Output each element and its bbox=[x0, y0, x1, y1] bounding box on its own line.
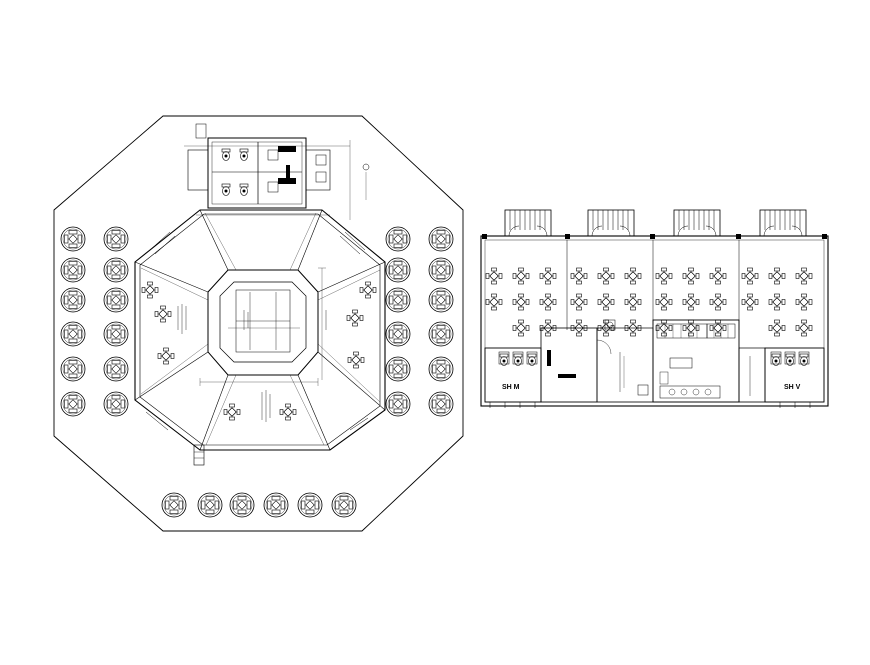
dining-table-icon bbox=[597, 293, 615, 311]
round-table-icon bbox=[297, 492, 323, 518]
dining-table-icon bbox=[768, 267, 786, 285]
dining-table-icon bbox=[768, 293, 786, 311]
entrance-porch bbox=[673, 209, 721, 237]
round-table-icon bbox=[103, 356, 129, 382]
central-core-inner bbox=[219, 281, 307, 363]
dining-table-icon bbox=[795, 267, 813, 285]
round-table-icon bbox=[428, 287, 454, 313]
dining-table-icon bbox=[597, 267, 615, 285]
dining-table-icon bbox=[570, 267, 588, 285]
dining-table-icon bbox=[741, 267, 759, 285]
round-table-icon bbox=[428, 356, 454, 382]
round-table-icon bbox=[229, 492, 255, 518]
round-table-icon bbox=[428, 391, 454, 417]
round-table-icon bbox=[385, 321, 411, 347]
dining-table-icon bbox=[709, 319, 727, 337]
kitchen bbox=[652, 319, 740, 403]
dining-table-icon bbox=[709, 267, 727, 285]
round-table-icon bbox=[428, 321, 454, 347]
round-table-icon bbox=[385, 226, 411, 252]
dining-table-icon bbox=[539, 293, 557, 311]
dining-tables bbox=[485, 267, 813, 337]
round-table-icon bbox=[197, 492, 223, 518]
dining-table-icon bbox=[539, 267, 557, 285]
round-table-icon bbox=[103, 257, 129, 283]
round-table-icon bbox=[103, 391, 129, 417]
building-inner-wall bbox=[139, 213, 381, 446]
round-table-icon bbox=[103, 287, 129, 313]
central-core-outer bbox=[207, 269, 319, 376]
dining-table-icon bbox=[485, 267, 503, 285]
restaurant-outer-wall bbox=[480, 235, 829, 407]
dining-table-icon bbox=[512, 319, 530, 337]
dining-table-icon bbox=[485, 293, 503, 311]
round-table-icon bbox=[60, 356, 86, 382]
dining-table-icon bbox=[655, 319, 673, 337]
dining-table-icon bbox=[682, 319, 700, 337]
round-table-icon bbox=[103, 321, 129, 347]
dining-table-icon bbox=[655, 267, 673, 285]
dining-table-icon bbox=[624, 293, 642, 311]
dining-table-icon bbox=[682, 267, 700, 285]
dining-table-icon bbox=[512, 293, 530, 311]
dimension-lines bbox=[199, 267, 326, 386]
restroom-men-label: SH M bbox=[502, 384, 520, 391]
dining-table-icon bbox=[768, 319, 786, 337]
round-table-icon bbox=[385, 287, 411, 313]
annotation-text-marks bbox=[177, 304, 327, 422]
round-table-icon bbox=[161, 492, 187, 518]
dining-table-icon bbox=[795, 293, 813, 311]
dining-table-icon bbox=[709, 293, 727, 311]
round-table-icon bbox=[385, 391, 411, 417]
dining-table-icon bbox=[624, 267, 642, 285]
dining-table-icon bbox=[741, 293, 759, 311]
round-table-icon bbox=[331, 492, 357, 518]
service-area bbox=[540, 319, 654, 403]
octagonal-pavilion-plan bbox=[53, 115, 464, 532]
restroom-women-label: SH V bbox=[784, 384, 801, 391]
round-table-icon bbox=[60, 257, 86, 283]
round-table-icon bbox=[385, 257, 411, 283]
dining-table-icon bbox=[655, 293, 673, 311]
round-table-icon bbox=[385, 356, 411, 382]
restroom-women: SH V bbox=[738, 347, 825, 403]
radial-structure-lines bbox=[134, 209, 386, 451]
dining-table-icon bbox=[570, 293, 588, 311]
round-table-icon bbox=[60, 287, 86, 313]
round-table-icon bbox=[263, 492, 289, 518]
entrance-porch bbox=[587, 209, 635, 237]
entrance-porch bbox=[759, 209, 807, 237]
entrance-porch bbox=[504, 209, 552, 237]
round-table-icon bbox=[60, 321, 86, 347]
dining-table-icon bbox=[682, 293, 700, 311]
interior-tables bbox=[141, 281, 377, 421]
building-outer-wall bbox=[134, 209, 386, 451]
restroom-block-top bbox=[184, 123, 370, 220]
round-table-icon bbox=[428, 257, 454, 283]
round-table-icon bbox=[428, 226, 454, 252]
round-table-icon bbox=[60, 391, 86, 417]
entrance-porches bbox=[504, 209, 807, 237]
rectangular-restaurant-plan: SH M bbox=[480, 209, 829, 408]
site-octagon-boundary bbox=[53, 115, 464, 532]
dining-table-icon bbox=[795, 319, 813, 337]
entrance-steps bbox=[193, 444, 205, 466]
round-table-icon bbox=[60, 226, 86, 252]
dining-table-icon bbox=[512, 267, 530, 285]
restroom-men: SH M bbox=[484, 347, 542, 403]
window-marks bbox=[145, 231, 369, 431]
round-table-icon bbox=[103, 226, 129, 252]
